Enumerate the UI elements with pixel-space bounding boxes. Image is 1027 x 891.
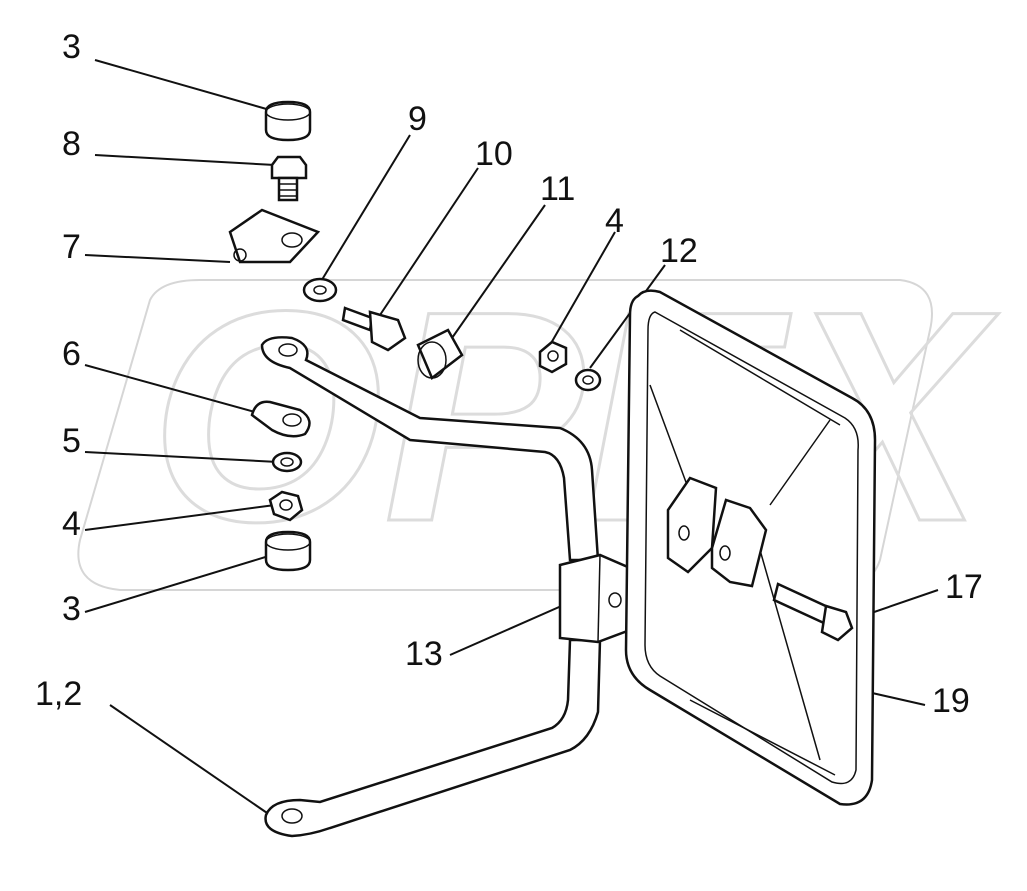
upper-arm-rod xyxy=(260,336,600,562)
label-12: 12 xyxy=(660,232,698,270)
label-10: 10 xyxy=(475,135,513,173)
part-4-nut-right xyxy=(538,340,568,374)
part-11-cap xyxy=(416,328,464,380)
part-7-bracket xyxy=(228,208,321,264)
label-11: 11 xyxy=(540,170,575,208)
part-10-bolt xyxy=(341,306,407,352)
part-3-cap-top xyxy=(264,100,312,142)
part-17-bolt xyxy=(772,582,854,642)
part-5-split-washer xyxy=(271,451,303,473)
lower-arm-rod xyxy=(264,638,602,838)
label-4-right: 4 xyxy=(605,202,624,240)
part-13-clamp xyxy=(558,553,632,644)
label-6: 6 xyxy=(62,335,81,373)
label-4-left: 4 xyxy=(62,505,81,543)
label-13: 13 xyxy=(405,635,443,673)
label-7: 7 xyxy=(62,228,81,266)
callout-labels: 3 8 7 9 10 11 4 12 6 5 4 3 13 1,2 17 19 xyxy=(35,28,983,720)
label-3-bottom: 3 xyxy=(62,590,81,628)
label-8: 8 xyxy=(62,125,81,163)
part-12-washer xyxy=(574,368,602,392)
part-6-tab-washer xyxy=(250,400,311,438)
label-3-top: 3 xyxy=(62,28,81,66)
label-1-2: 1,2 xyxy=(35,675,82,713)
part-9-washer xyxy=(302,277,338,303)
part-4-nut-left xyxy=(268,490,304,522)
part-3-cap-bottom xyxy=(264,530,312,572)
label-5: 5 xyxy=(62,422,81,460)
part-8-bolt xyxy=(270,155,308,202)
mirror-mount-bracket xyxy=(666,476,768,588)
label-9: 9 xyxy=(408,100,427,138)
label-17: 17 xyxy=(945,568,983,606)
leader-lines xyxy=(84,59,939,816)
label-19: 19 xyxy=(932,682,970,720)
